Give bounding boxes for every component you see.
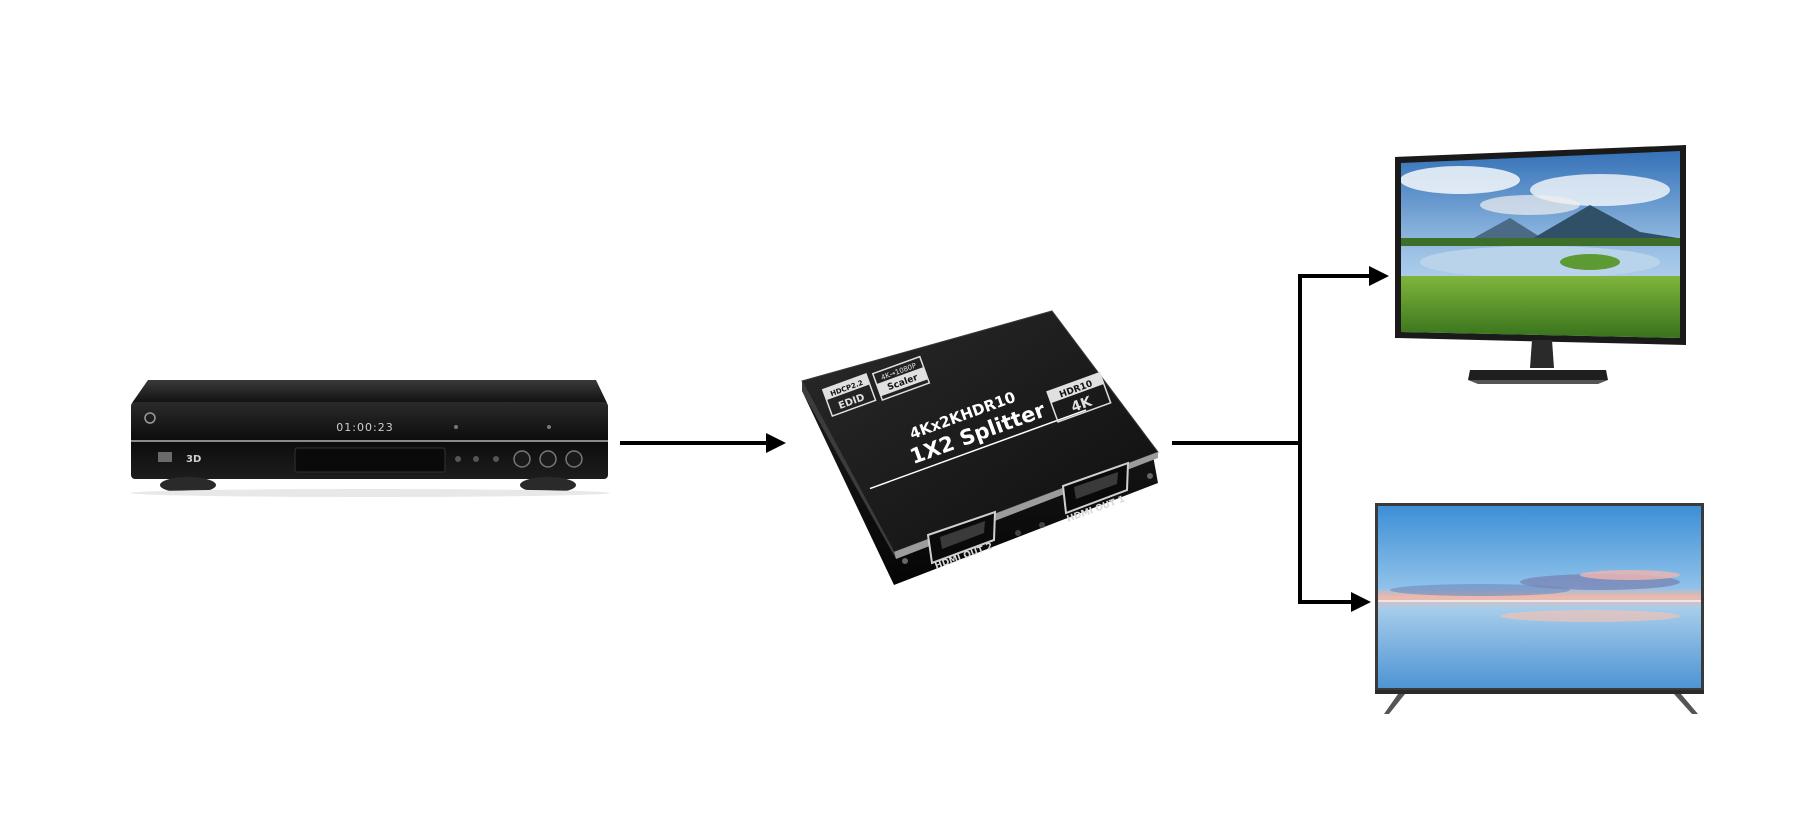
tv-screen-sunset — [1378, 506, 1701, 688]
player-display-readout: 01:00:23 — [336, 421, 393, 434]
hdmi-splitter-icon: HDMI OUT 2 HDMI OUT 1 1X2 Splitter 4Kx2K… — [802, 311, 1158, 585]
blu-ray-player-icon: 01:00:23 3D — [130, 380, 610, 497]
branch-connector — [1172, 274, 1385, 604]
monitor-screen-landscape — [1395, 145, 1690, 346]
monitor-icon — [1395, 145, 1690, 384]
tv-icon — [1375, 503, 1704, 714]
player-3d-logo: 3D — [186, 454, 201, 465]
